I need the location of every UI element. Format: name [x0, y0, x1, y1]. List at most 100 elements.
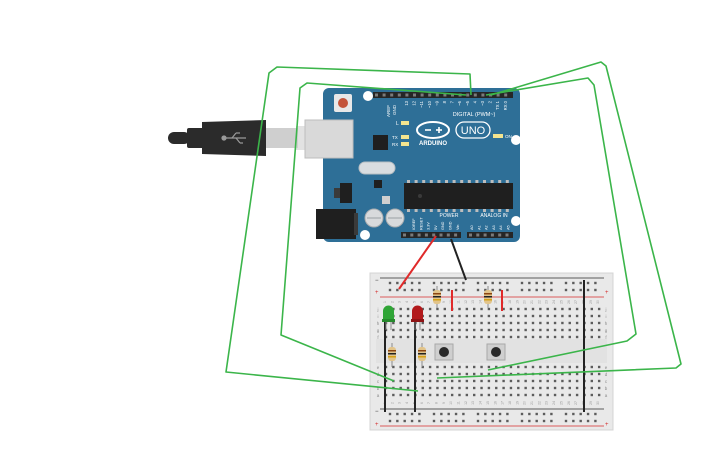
- breadboard-hole[interactable]: [443, 314, 446, 318]
- breadboard-hole[interactable]: [539, 393, 542, 397]
- breadboard-hole[interactable]: [436, 379, 439, 383]
- breadboard-hole[interactable]: [575, 393, 579, 397]
- breadboard-hole[interactable]: [436, 372, 439, 376]
- breadboard-hole[interactable]: [509, 328, 513, 332]
- breadboard-hole[interactable]: [561, 314, 564, 318]
- breadboard-hole[interactable]: [487, 328, 491, 332]
- breadboard-hole[interactable]: [531, 307, 535, 311]
- breadboard-hole[interactable]: [553, 335, 557, 339]
- rail-hole[interactable]: [498, 412, 502, 416]
- rail-hole[interactable]: [506, 419, 509, 423]
- breadboard-hole[interactable]: [428, 372, 432, 376]
- power-pin-hole[interactable]: [417, 233, 421, 237]
- breadboard-hole[interactable]: [443, 335, 446, 339]
- rail-hole[interactable]: [498, 281, 502, 285]
- breadboard-hole[interactable]: [443, 379, 446, 383]
- breadboard-hole[interactable]: [458, 335, 461, 339]
- rail-hole[interactable]: [484, 281, 487, 285]
- power-pin-hole[interactable]: [410, 233, 414, 237]
- breadboard-hole[interactable]: [450, 321, 454, 325]
- breadboard-hole[interactable]: [465, 372, 469, 376]
- breadboard-hole[interactable]: [406, 314, 410, 318]
- rail-hole[interactable]: [410, 288, 414, 292]
- rail-hole[interactable]: [462, 412, 465, 416]
- breadboard-hole[interactable]: [450, 365, 454, 369]
- breadboard-hole[interactable]: [568, 335, 571, 339]
- rail-hole[interactable]: [491, 281, 494, 285]
- digital-pin-hole[interactable]: [443, 93, 447, 97]
- rail-hole[interactable]: [476, 412, 480, 416]
- rail-hole[interactable]: [418, 281, 421, 285]
- signal-wires[interactable]: [225, 61, 682, 392]
- breadboard-hole[interactable]: [406, 328, 410, 332]
- breadboard-hole[interactable]: [546, 307, 549, 311]
- rail-hole[interactable]: [418, 288, 421, 292]
- rail-hole[interactable]: [579, 281, 582, 285]
- rail-hole[interactable]: [462, 419, 465, 423]
- rail-hole[interactable]: [594, 288, 597, 292]
- breadboard-hole[interactable]: [480, 307, 483, 311]
- breadboard-hole[interactable]: [546, 365, 549, 369]
- breadboard-hole[interactable]: [406, 335, 410, 339]
- breadboard-hole[interactable]: [480, 328, 483, 332]
- breadboard-hole[interactable]: [597, 393, 601, 397]
- rail-hole[interactable]: [476, 419, 480, 423]
- breadboard-hole[interactable]: [517, 379, 520, 383]
- breadboard-hole[interactable]: [502, 314, 505, 318]
- green-wire[interactable]: [485, 77, 637, 371]
- breadboard-hole[interactable]: [392, 335, 395, 339]
- breadboard-hole[interactable]: [568, 386, 571, 390]
- breadboard-hole[interactable]: [473, 307, 476, 311]
- breadboard-hole[interactable]: [421, 335, 424, 339]
- breadboard-hole[interactable]: [495, 379, 498, 383]
- breadboard-hole[interactable]: [421, 372, 424, 376]
- power-pin-hole[interactable]: [432, 233, 436, 237]
- breadboard-hole[interactable]: [473, 379, 476, 383]
- breadboard-hole[interactable]: [539, 307, 542, 311]
- rail-hole[interactable]: [454, 281, 458, 285]
- digital-pin-hole[interactable]: [473, 93, 477, 97]
- breadboard-hole[interactable]: [421, 393, 424, 397]
- breadboard-hole[interactable]: [575, 314, 579, 318]
- rail-hole[interactable]: [564, 281, 568, 285]
- breadboard-hole[interactable]: [458, 393, 461, 397]
- breadboard-hole[interactable]: [428, 321, 432, 325]
- breadboard-hole[interactable]: [436, 328, 439, 332]
- breadboard-hole[interactable]: [575, 365, 579, 369]
- breadboard-hole[interactable]: [495, 307, 498, 311]
- breadboard-hole[interactable]: [509, 386, 513, 390]
- rail-hole[interactable]: [586, 412, 590, 416]
- breadboard-hole[interactable]: [465, 335, 469, 339]
- breadboard-hole[interactable]: [561, 328, 564, 332]
- rail-hole[interactable]: [535, 281, 538, 285]
- rail-hole[interactable]: [586, 281, 590, 285]
- breadboard-hole[interactable]: [443, 393, 446, 397]
- breadboard-hole[interactable]: [495, 386, 498, 390]
- breadboard-hole[interactable]: [495, 372, 498, 376]
- breadboard-hole[interactable]: [495, 321, 498, 325]
- rail-hole[interactable]: [542, 288, 546, 292]
- breadboard-hole[interactable]: [590, 307, 593, 311]
- breadboard-hole[interactable]: [399, 335, 402, 339]
- breadboard-hole[interactable]: [531, 314, 535, 318]
- breadboard-hole[interactable]: [487, 386, 491, 390]
- rail-hole[interactable]: [484, 419, 487, 423]
- breadboard-hole[interactable]: [436, 335, 439, 339]
- rail-hole[interactable]: [403, 419, 406, 423]
- analog-pin-hole[interactable]: [498, 233, 502, 237]
- breadboard-hole[interactable]: [509, 379, 513, 383]
- power-pin-hole[interactable]: [454, 233, 458, 237]
- breadboard-hole[interactable]: [450, 328, 454, 332]
- breadboard-hole[interactable]: [458, 379, 461, 383]
- analog-pin-hole[interactable]: [483, 233, 487, 237]
- power-pin-hole[interactable]: [403, 233, 406, 237]
- breadboard-hole[interactable]: [450, 386, 454, 390]
- rail-hole[interactable]: [396, 412, 399, 416]
- breadboard-hole[interactable]: [502, 321, 505, 325]
- rail-hole[interactable]: [579, 419, 582, 423]
- rail-hole[interactable]: [491, 419, 494, 423]
- breadboard-hole[interactable]: [399, 372, 402, 376]
- breadboard-hole[interactable]: [590, 314, 593, 318]
- breadboard-hole[interactable]: [597, 314, 601, 318]
